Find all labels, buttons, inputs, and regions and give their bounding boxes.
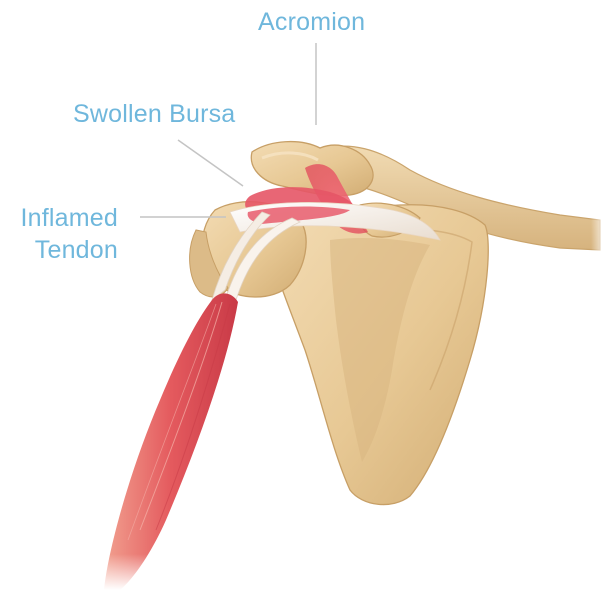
bursa-leader-line [178,140,243,186]
label-swollen-bursa: Swollen Bursa [73,98,235,130]
label-inflamed-tendon-line2: Tendon [18,234,118,266]
label-inflamed-tendon-line1: Inflamed [18,202,118,234]
label-inflamed-tendon: Inflamed Tendon [18,202,118,266]
label-acromion: Acromion [258,6,365,38]
